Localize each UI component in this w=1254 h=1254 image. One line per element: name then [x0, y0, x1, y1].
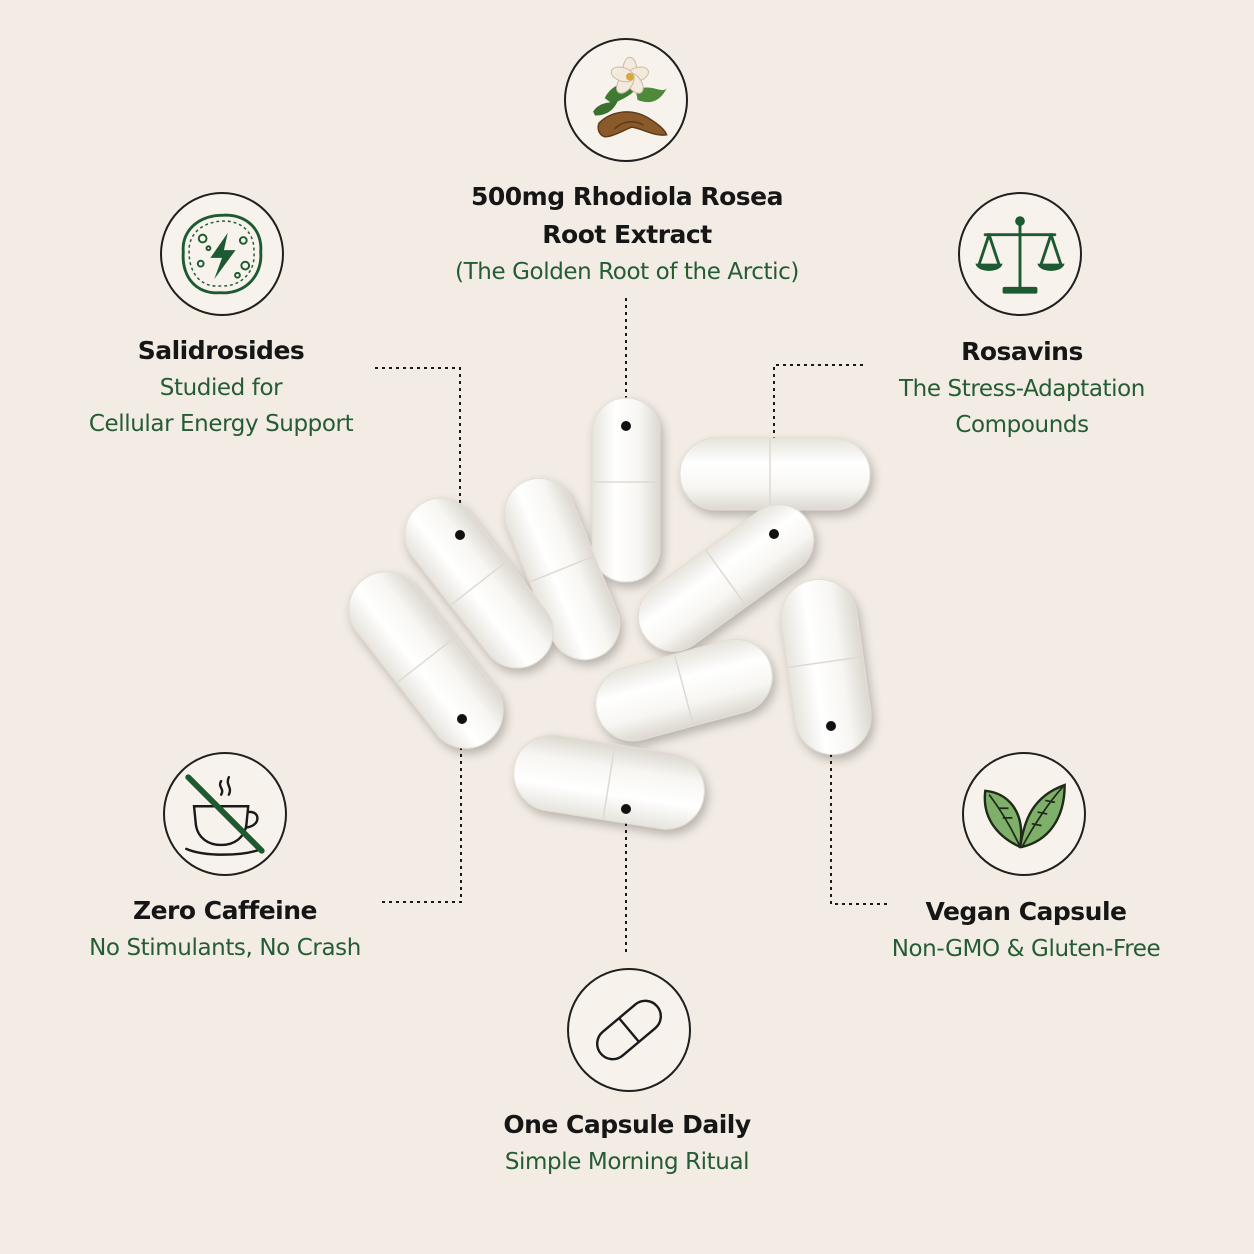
rhodiola-label: 500mg Rhodiola Rosea Root Extract (The G… — [380, 178, 874, 290]
capsule — [404, 497, 554, 669]
salidrosides-title: Salidrosides — [137, 336, 305, 365]
rosavins-subtitle-2: Compounds — [955, 412, 1089, 438]
rhodiola-title-1: 500mg Rhodiola Rosea — [471, 182, 783, 211]
daily-title: One Capsule Daily — [503, 1110, 751, 1139]
capsule — [679, 437, 871, 511]
rhodiola-subtitle: (The Golden Root of the Arctic) — [455, 259, 799, 285]
capsule — [637, 504, 815, 652]
rosavins-label: Rosavins The Stress-Adaptation Compounds — [866, 333, 1178, 443]
connector-dot — [826, 721, 836, 731]
zero-caffeine-subtitle: No Stimulants, No Crash — [89, 935, 361, 961]
zero-caffeine-title: Zero Caffeine — [132, 896, 318, 925]
daily-icon-circle — [567, 968, 691, 1092]
capsule — [595, 638, 773, 742]
rosavins-title: Rosavins — [961, 337, 1083, 366]
vegan-label: Vegan Capsule Non-GMO & Gluten-Free — [866, 893, 1186, 967]
cell-energy-icon — [181, 213, 263, 295]
capsule-icon — [595, 999, 663, 1061]
capsule — [780, 578, 872, 756]
capsule — [591, 397, 661, 583]
rhodiola-title-2: Root Extract — [542, 220, 712, 249]
vegan-subtitle: Non-GMO & Gluten-Free — [891, 936, 1161, 962]
rosavins-icon-circle — [958, 192, 1082, 316]
zero-caffeine-label: Zero Caffeine No Stimulants, No Crash — [70, 892, 380, 966]
zero-caffeine-icon-circle — [163, 752, 287, 876]
connector-dot — [621, 421, 631, 431]
salidrosides-subtitle-1: Studied for — [159, 375, 283, 401]
salidrosides-icon-circle — [160, 192, 284, 316]
rhodiola-root-icon — [593, 56, 668, 138]
capsule — [348, 571, 504, 749]
daily-subtitle: Simple Morning Ritual — [504, 1149, 750, 1175]
salidrosides-subtitle-2: Cellular Energy Support — [88, 411, 354, 437]
no-coffee-icon — [185, 774, 265, 856]
connector-dot — [455, 530, 465, 540]
capsule — [513, 734, 705, 830]
connector-dot — [621, 804, 631, 814]
connector-dot — [769, 529, 779, 539]
capsule — [504, 477, 620, 661]
leaves-icon — [983, 783, 1066, 849]
rosavins-subtitle-1: The Stress-Adaptation — [899, 376, 1145, 402]
balance-scale-icon — [975, 216, 1065, 294]
rhodiola-icon-circle — [564, 38, 688, 162]
connector-dot — [457, 714, 467, 724]
daily-label: One Capsule Daily Simple Morning Ritual — [440, 1106, 814, 1180]
vegan-icon-circle — [962, 752, 1086, 876]
vegan-title: Vegan Capsule — [925, 897, 1127, 926]
salidrosides-label: Salidrosides Studied for Cellular Energy… — [60, 332, 382, 442]
